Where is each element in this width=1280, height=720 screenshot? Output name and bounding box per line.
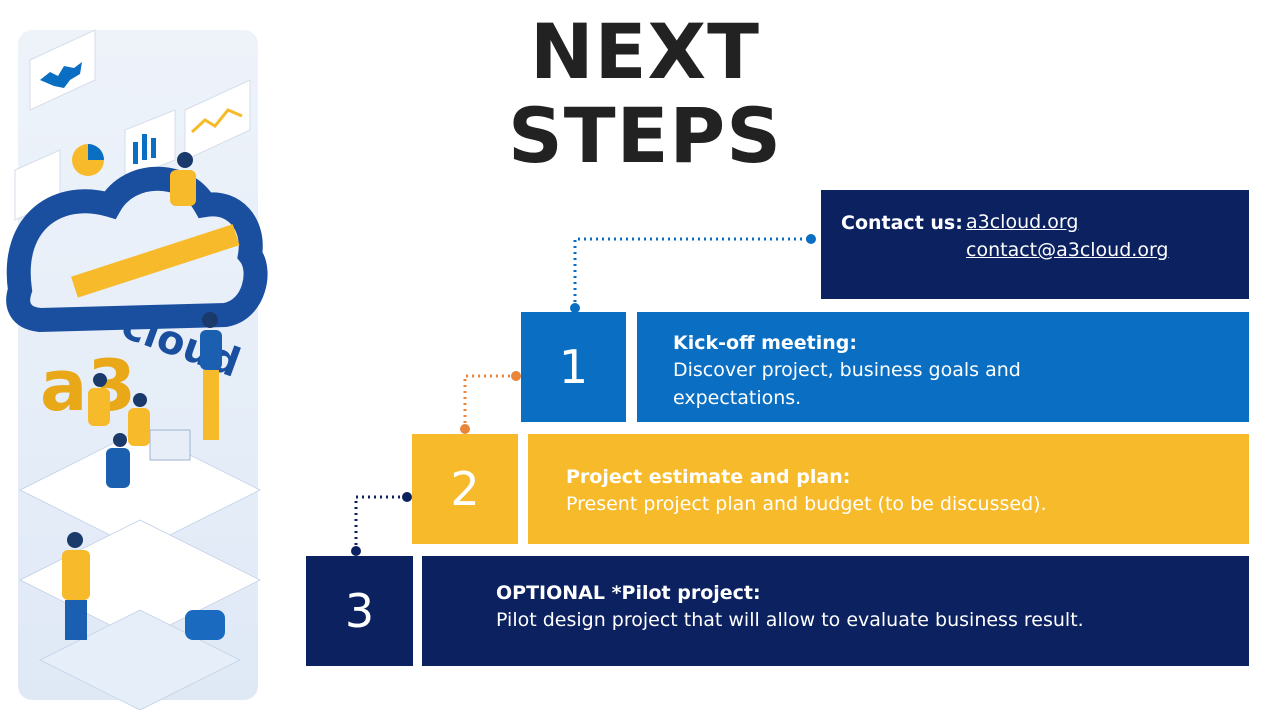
people-icon <box>62 152 222 640</box>
step-3-heading: OPTIONAL *Pilot project: <box>496 582 761 604</box>
step-1-number: 1 <box>521 312 626 422</box>
step-2-number: 2 <box>412 434 518 544</box>
cloud-icon <box>6 166 268 333</box>
laptop-icon <box>149 429 225 640</box>
page-title: NEXT STEPS <box>508 7 782 180</box>
step-2-heading: Project estimate and plan: <box>566 466 851 488</box>
bar-chart-icon <box>124 109 176 181</box>
step-3-text: Pilot design project that will allow to … <box>496 609 1084 631</box>
email-link[interactable]: contact@a3cloud.org <box>966 239 1169 261</box>
connector-step2-step1 <box>460 371 521 434</box>
contact-box: Contact us: a3cloud.org contact@a3cloud.… <box>821 190 1249 299</box>
contact-links: a3cloud.org contact@a3cloud.org <box>966 208 1169 264</box>
step-3-description: OPTIONAL *Pilot project: Pilot design pr… <box>422 556 1249 666</box>
svg-text:a3: a3 <box>40 345 136 427</box>
website-link[interactable]: a3cloud.org <box>966 211 1079 233</box>
connector-step3-step2 <box>351 492 412 556</box>
connector-step1-contact <box>570 234 816 313</box>
step-3-number: 3 <box>306 556 413 666</box>
step-1-description: Kick-off meeting: Discover project, busi… <box>637 312 1249 422</box>
cloud-team-illustration: a3 cloud <box>6 29 268 710</box>
step-1-text: Discover project, business goals and exp… <box>673 359 1021 409</box>
line-chart-icon <box>184 79 251 161</box>
contact-label: Contact us: <box>841 212 963 234</box>
step-2-description: Project estimate and plan: Present proje… <box>528 434 1249 544</box>
step-1-heading: Kick-off meeting: <box>673 332 857 354</box>
world-map-icon <box>29 29 96 111</box>
step-2-text: Present project plan and budget (to be d… <box>566 493 1047 515</box>
